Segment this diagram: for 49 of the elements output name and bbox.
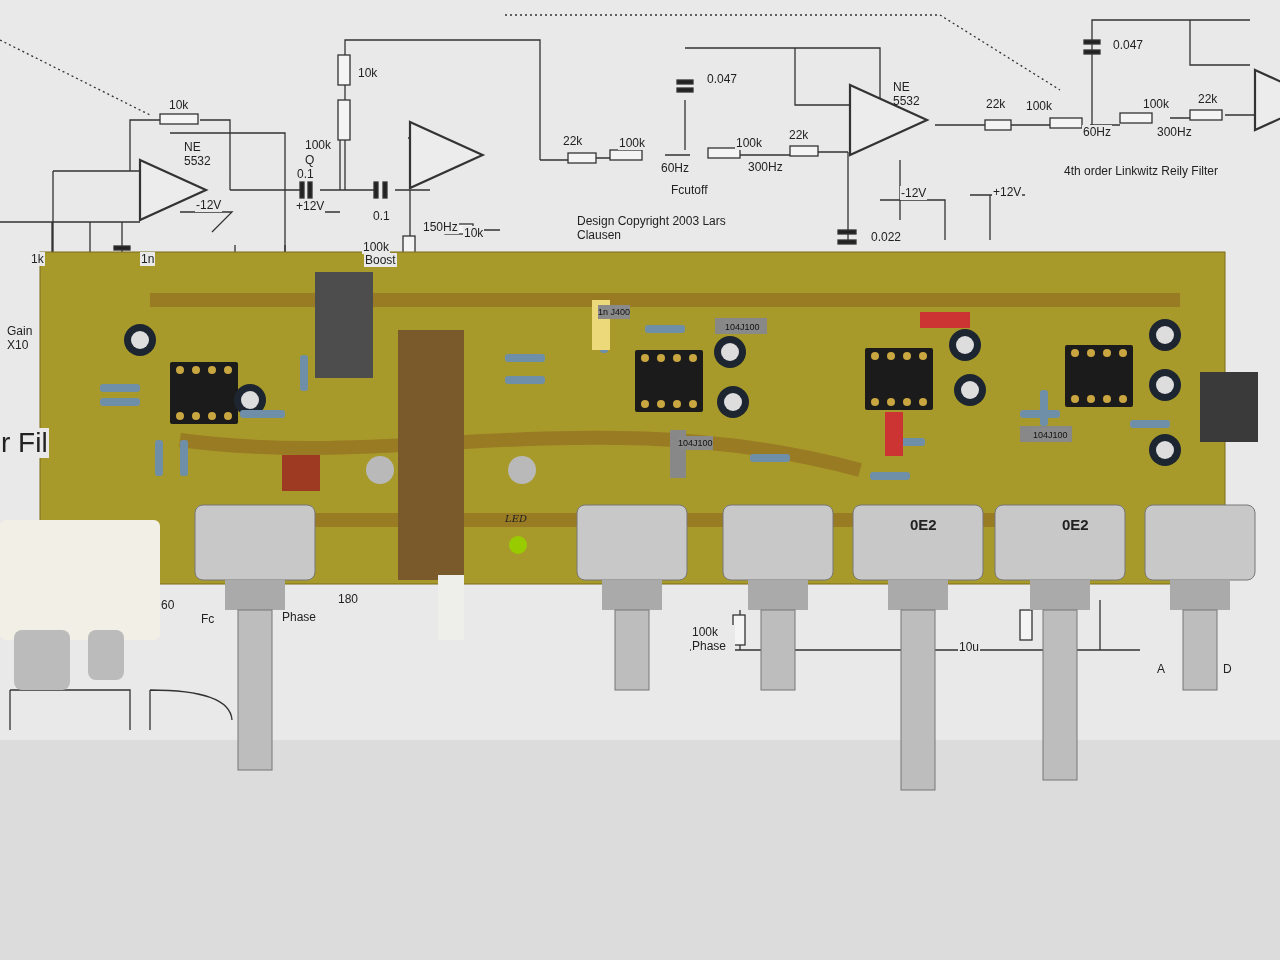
component-value-label: 100k [1142, 97, 1171, 111]
component-value-label: A [1156, 662, 1166, 676]
component-value-label: 10k [357, 66, 379, 80]
component-value-label: 22k [985, 97, 1007, 111]
part-marking: 0E2 [1062, 518, 1089, 532]
component-value-label: 22k [562, 134, 584, 148]
component-value-label: 22k [1197, 92, 1219, 106]
component-value-label: 10k [168, 98, 190, 112]
component-value-label: +12V [992, 185, 1023, 199]
note-text: Design Copyright 2003 Lars Clausen [576, 214, 728, 242]
component-value-label: 0.047 [1112, 38, 1145, 52]
component-value-label: D [1222, 662, 1233, 676]
ic-label: NE 5532 [184, 140, 212, 168]
component-value-label: 0.1 [372, 209, 391, 223]
component-value-label: 0.1 [296, 167, 315, 181]
component-value-label: 100k [1025, 99, 1054, 113]
component-value-label: 100k [304, 138, 333, 152]
component-value-label: -12V [195, 198, 223, 212]
component-value-label: 100k [735, 136, 764, 150]
frequency-label: 150Hz [422, 220, 459, 234]
part-marking: 1n J400 [598, 305, 631, 319]
component-value-label: +12V [295, 199, 326, 213]
component-value-label: 100k Phase [691, 625, 735, 653]
frequency-label: 60Hz [660, 161, 690, 175]
component-value-label: 100k [362, 240, 391, 254]
component-value-label: -12V [900, 186, 928, 200]
part-marking: 0E2 [910, 518, 937, 532]
component-value-label: 100k [618, 136, 647, 150]
component-value-label: 180 [337, 592, 360, 606]
ic-label: NE 5532 [893, 80, 921, 108]
component-value-label: 22k [788, 128, 810, 142]
component-value-label: Fc [200, 612, 216, 626]
component-value-label: 10k [463, 226, 485, 240]
component-value-label: 1k [30, 252, 45, 266]
note-text: Fcutoff [670, 183, 709, 197]
handwritten-label: LED [505, 512, 527, 526]
frequency-label: 60Hz [1082, 125, 1112, 139]
component-value-label: Q [304, 153, 316, 167]
component-value-label: 0.022 [870, 230, 903, 244]
frequency-label: 300Hz [1156, 125, 1193, 139]
heading-fragment: r Fil [0, 428, 49, 458]
frequency-label: 300Hz [747, 160, 784, 174]
component-value-label: 10u [958, 640, 981, 654]
component-value-label: Boost [364, 253, 397, 267]
component-value-label: 1n [140, 252, 156, 266]
component-value-label: Phase [281, 610, 318, 624]
component-value-label: 60 [160, 598, 176, 612]
part-marking: 104J100 [678, 436, 713, 450]
component-value-label: 0.047 [706, 72, 739, 86]
